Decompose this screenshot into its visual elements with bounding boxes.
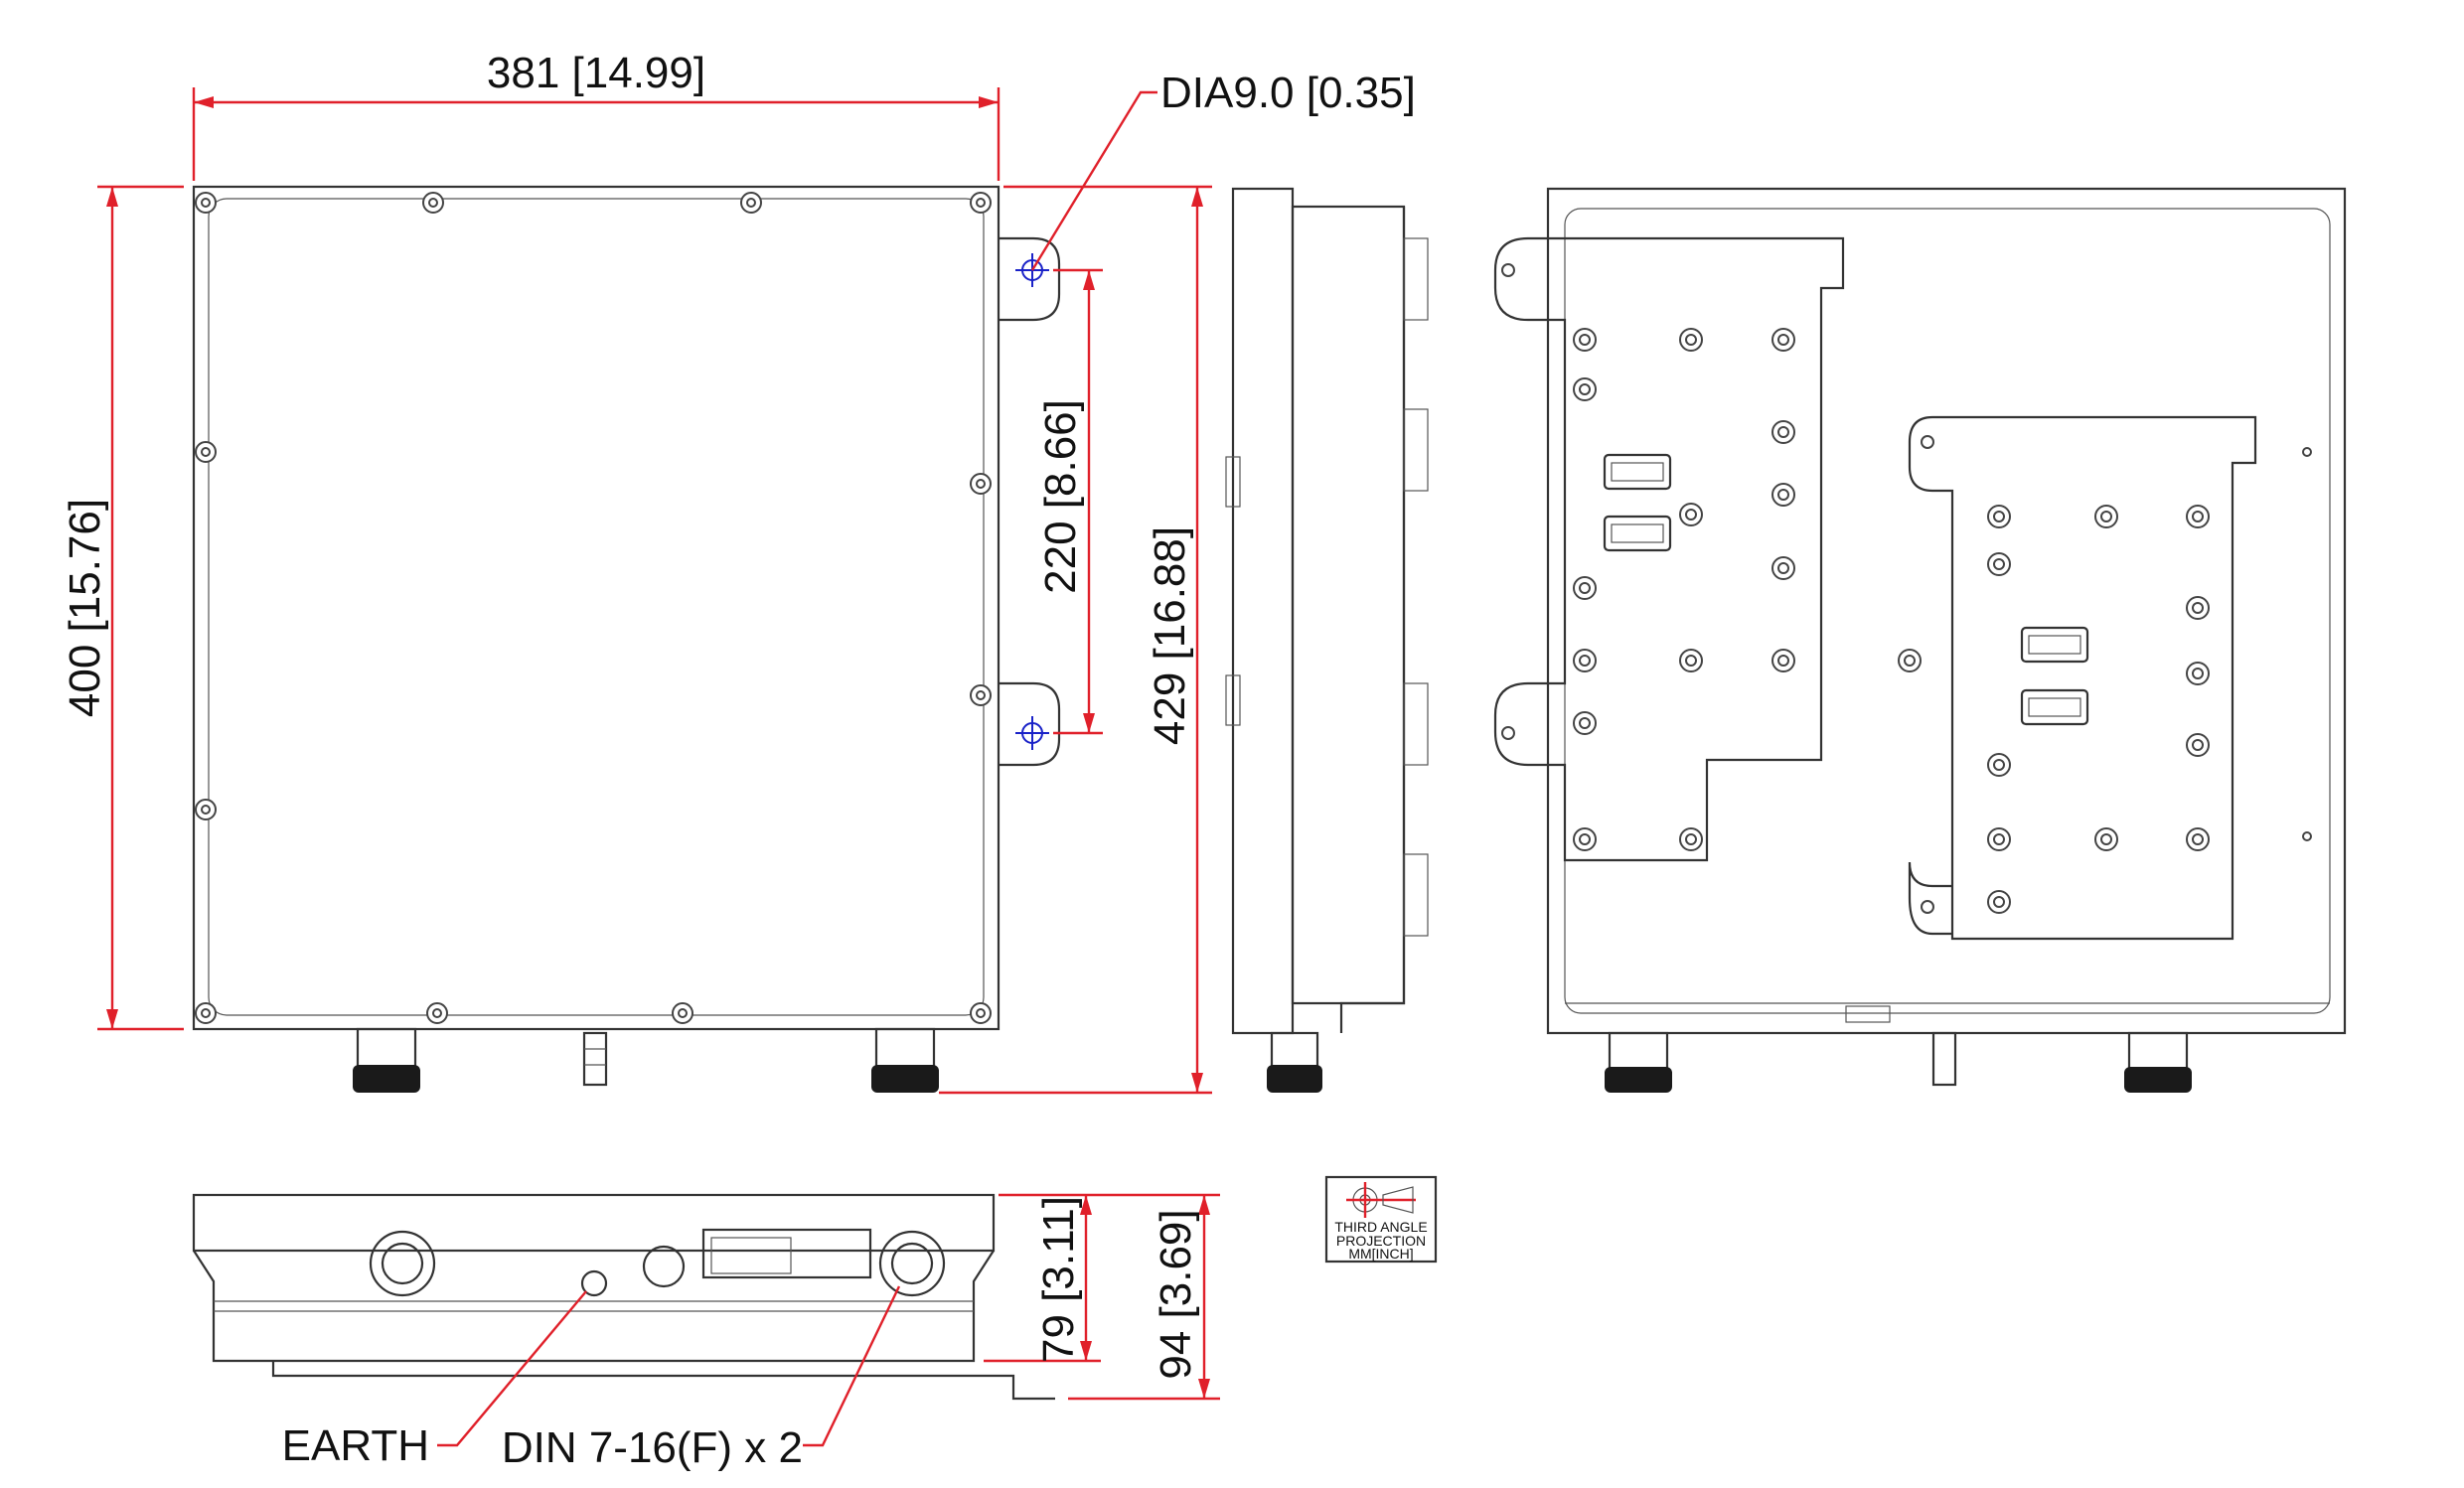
dim-hole-label: DIA9.0 [0.35] bbox=[1160, 69, 1416, 117]
projection-line3: MM[INCH] bbox=[1348, 1246, 1413, 1262]
dimension-lines bbox=[97, 87, 1220, 1447]
dim-depth-label: 79 [3.11] bbox=[1034, 1196, 1083, 1363]
projection-line1: THIRD ANGLE bbox=[1334, 1219, 1427, 1235]
bottom-view bbox=[192, 1193, 1055, 1401]
din-connector-left bbox=[369, 1230, 436, 1297]
projection-line2: PROJECTION bbox=[1336, 1233, 1426, 1249]
front-bolts bbox=[195, 192, 992, 1024]
front-connectors bbox=[353, 1027, 939, 1093]
din-callout: DIN 7-16(F) x 2 bbox=[502, 1423, 803, 1472]
dim-width-label: 381 [14.99] bbox=[487, 49, 705, 97]
rear-bolts bbox=[1573, 328, 2312, 914]
din-connector-right bbox=[878, 1230, 946, 1297]
dim-overall-height-label: 429 [16.88] bbox=[1146, 526, 1194, 745]
earth-terminal bbox=[580, 1269, 608, 1297]
dim-height-label: 400 [15.76] bbox=[61, 499, 109, 717]
projection-cone-icon bbox=[1382, 1186, 1414, 1214]
earth-callout: EARTH bbox=[282, 1421, 429, 1470]
side-view bbox=[1225, 187, 1429, 1093]
projection-symbol: THIRD ANGLE PROJECTION MM[INCH] bbox=[1324, 1175, 1438, 1264]
dim-spacing-label: 220 [8.66] bbox=[1036, 399, 1085, 594]
front-view bbox=[192, 185, 1061, 1093]
rear-view bbox=[1493, 187, 2347, 1093]
dim-overall-depth-label: 94 [3.69] bbox=[1152, 1209, 1200, 1379]
